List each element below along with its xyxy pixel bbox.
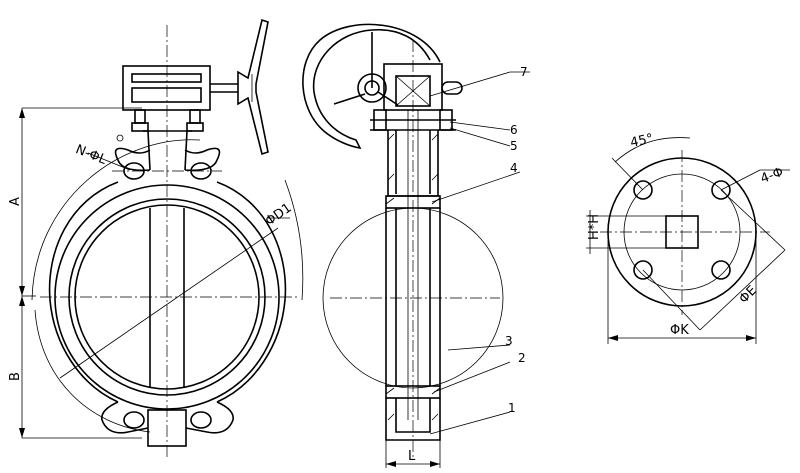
dimension-a-b: A B — [8, 107, 142, 439]
diameter-k-label: ΦK — [670, 323, 689, 338]
part-label-2: 2 — [518, 351, 526, 365]
handwheel-arc — [302, 23, 441, 150]
top-bolts-front — [131, 109, 204, 132]
valve-body-outer — [48, 181, 287, 403]
side-view: L 7 6 5 4 3 2 1 — [302, 23, 530, 468]
part-label-7: 7 — [520, 65, 528, 79]
front-leaders: N-ΦL ΦD1 — [59, 142, 295, 379]
neck-front — [143, 130, 192, 171]
angle-label: 45° — [629, 131, 655, 150]
holes-label: 4-Φ — [759, 165, 786, 187]
disc-stem-front — [149, 208, 185, 388]
dim-l-label: L — [408, 449, 416, 464]
dim-b-label: B — [8, 372, 23, 381]
front-view: A B — [8, 18, 304, 458]
part-label-1: 1 — [508, 401, 516, 415]
flange-view: H*H ΦK 45° 4-Φ ΦE — [586, 131, 790, 344]
dimension-l: L — [385, 440, 441, 468]
part-label-3: 3 — [505, 334, 513, 348]
disc-diameter-label: ΦD1 — [263, 201, 295, 230]
part-leaders: 7 6 5 4 3 2 1 — [429, 65, 530, 435]
part-label-4: 4 — [510, 161, 518, 175]
diameter-e-label: ΦE — [737, 283, 761, 307]
part-label-5: 5 — [510, 139, 518, 153]
gearbox-front — [122, 18, 269, 156]
part-label-6: 6 — [510, 123, 518, 137]
bolt-holes-label: N-ΦL — [73, 142, 109, 168]
dim-a-label: A — [8, 197, 23, 206]
square-hh-label: H*H — [587, 214, 602, 240]
